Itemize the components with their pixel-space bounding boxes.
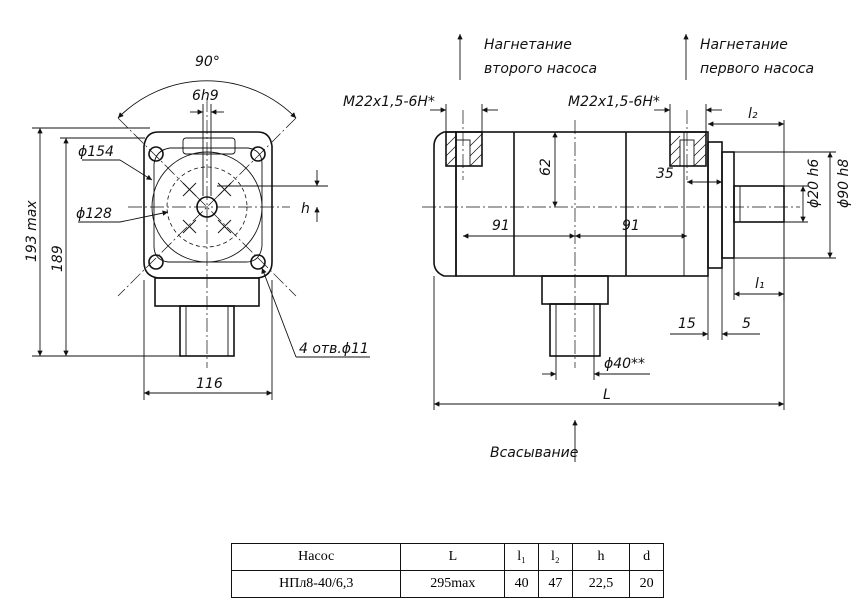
bolt-hole-tl: [148, 146, 164, 162]
table-cell: 295max: [400, 570, 506, 598]
label-holes: 4 отв.ϕ11: [299, 341, 369, 357]
spec-table: Насос L l₁ l₂ h d НПл8-40/6,3 295max 40 …: [230, 543, 664, 598]
label-90h8: ϕ90 h8: [836, 159, 852, 208]
table-header-row: Насос L l₁ l₂ h d: [230, 543, 664, 571]
table-header: h: [571, 543, 631, 571]
label-189: 189: [50, 245, 66, 272]
table-header: Насос: [230, 543, 402, 571]
label-15: 15: [678, 316, 696, 332]
mount-flange: [707, 141, 723, 269]
label-91-right: 91: [622, 218, 640, 234]
label-116: 116: [196, 376, 223, 392]
flange-inner: [153, 147, 263, 263]
label-dia-128: ϕ128: [76, 206, 112, 222]
table-cell: 47: [538, 570, 573, 598]
label-dia-154: ϕ154: [78, 144, 114, 160]
label-outlet-second-2: второго насоса: [484, 61, 597, 77]
label-thread-left: M22x1,5-6H*: [343, 94, 435, 110]
label-L: L: [603, 387, 611, 403]
label-l1: l₁: [755, 276, 765, 292]
table-header: l₁: [504, 543, 540, 571]
label-angle-90: 90°: [195, 54, 220, 70]
table-header: l₂: [538, 543, 573, 571]
drive-shaft: [733, 185, 785, 223]
label-outlet-first-2: первого насоса: [700, 61, 814, 77]
end-cap-left: [433, 131, 457, 277]
table-cell: 40: [504, 570, 540, 598]
label-91-left: 91: [492, 218, 510, 234]
bolt-hole-tr: [250, 146, 266, 162]
label-62: 62: [538, 158, 554, 176]
label-40: ϕ40**: [604, 356, 645, 372]
label-outlet-second-1: Нагнетание: [484, 37, 572, 53]
label-suction: Всасывание: [490, 445, 578, 461]
label-outlet-first-1: Нагнетание: [700, 37, 788, 53]
table-cell: НПл8-40/6,3: [230, 570, 402, 598]
table-row: НПл8-40/6,3 295max 40 47 22,5 20: [230, 570, 664, 598]
port-right-section: [669, 131, 707, 167]
flange-step: [721, 151, 735, 259]
top-boss: [182, 137, 236, 155]
bolt-hole-bl: [148, 254, 164, 270]
side-view: [422, 34, 836, 462]
end-view: [32, 80, 370, 400]
label-5: 5: [742, 316, 751, 332]
bolt-hole-br: [250, 254, 266, 270]
label-thread-right: M22x1,5-6H*: [568, 94, 660, 110]
label-20h6: ϕ20 h6: [806, 159, 822, 208]
label-h: h: [301, 201, 310, 217]
label-35: 35: [656, 166, 674, 182]
label-key-6h9: 6h9: [192, 88, 219, 104]
lower-shaft: [179, 305, 235, 357]
table-cell: 22,5: [571, 570, 631, 598]
label-193-max: 193 max: [24, 200, 40, 262]
table-cell: 20: [629, 570, 664, 598]
label-l2: l₂: [748, 106, 758, 122]
table-header: d: [629, 543, 664, 571]
table-header: L: [400, 543, 506, 571]
port-left-section: [445, 131, 483, 167]
